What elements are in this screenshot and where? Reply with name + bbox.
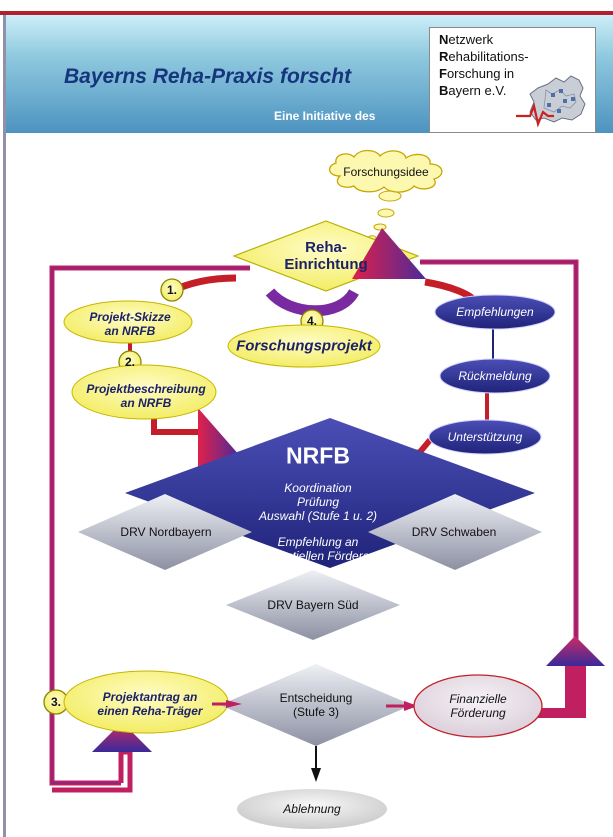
unterstuetzung-label: Unterstützung [447,430,523,444]
top-accent-bar [0,11,613,15]
forschungsprojekt-label: Forschungsprojekt [236,337,372,355]
step-3-label: 3. [50,695,62,709]
finanzielle-foerderung-oval [413,674,543,738]
entscheidung-label: Entscheidung (Stufe 3) [279,691,353,719]
forschungsprojekt-oval [227,324,381,368]
header-title: Bayerns Reha-Praxis forscht [64,65,352,88]
rueckmeldung-label: Rückmeldung [458,369,532,383]
step-1-label: 1. [166,283,178,297]
step-1-badge [160,278,184,302]
logo-line-4: Bayern e.V. [439,83,507,98]
step-4-label: 4. [306,314,318,328]
projektbeschreibung-label: Projektbeschreibung an NRFB [86,382,206,410]
logo-line-2: Rehabilitations- [439,49,529,64]
ablehnung-oval [237,789,387,829]
unterstuetzung-oval [428,419,542,455]
pulse-line [516,102,554,128]
arrow-into-reha [352,228,426,279]
entscheidung-diamond [220,664,412,746]
reha-einrichtung-label: Reha- Einrichtung [284,239,368,273]
left-border [3,15,6,837]
forschungsidee-cloud [329,149,443,193]
bavaria-map-icon [516,75,586,128]
empfehlungen-label: Empfehlungen [456,305,534,319]
drv-nordbayern-label: DRV Nordbayern [120,525,212,539]
step-2-label: 2. [124,355,136,369]
rueckmeldung-oval [439,358,551,394]
thought-dot-3 [373,223,387,231]
drv-nordbayern-diamond [78,494,252,570]
header-subtitle: Eine Initiative des [274,109,376,123]
arrow-to-foerderung [404,701,418,711]
drv-bayern-sued-diamond [226,570,400,640]
loop-right-path-inner [420,261,577,655]
nrfb-title: NRFB [286,442,350,469]
projekt-skizze-oval [63,300,193,344]
arrow-to-ablehnung [311,768,321,782]
arrow-to-entscheidung [226,700,242,708]
foerderung-up-path [523,660,586,718]
projektbeschreibung-oval [71,364,217,420]
up-arrow-right [546,636,605,666]
logo-line-1: Netzwerk [439,32,494,47]
projekt-skizze-label: Projekt-Skizze an NRFB [89,310,171,338]
ablehnung-label: Ablehnung [283,802,341,816]
forschungsidee-label: Forschungsidee [343,165,429,179]
finanzielle-foerderung-label: Finanzielle Förderung [449,692,507,720]
up-arrow-left [92,722,152,752]
logo-line-3: Forschung in [439,66,515,81]
loop-left-path-inner [51,267,250,784]
nrfb-recommendation-label: Empfehlung an potentiellen Förderer [262,535,374,563]
drv-bayern-sued-label: DRV Bayern Süd [267,598,359,612]
projektantrag-label: Projektantrag an einen Reha-Träger [97,690,203,718]
nrfb-logo: Netzwerk Rehabilitations- Forschung in B… [429,27,596,133]
empfehlungen-oval [434,294,556,330]
nrfb-tasks-label: Koordination Prüfung Auswahl (Stufe 1 u.… [258,481,378,523]
drv-schwaben-diamond [368,494,542,570]
drv-schwaben-label: DRV Schwaben [411,525,497,539]
curve-step4 [265,288,359,317]
thought-dot-2 [377,208,395,218]
